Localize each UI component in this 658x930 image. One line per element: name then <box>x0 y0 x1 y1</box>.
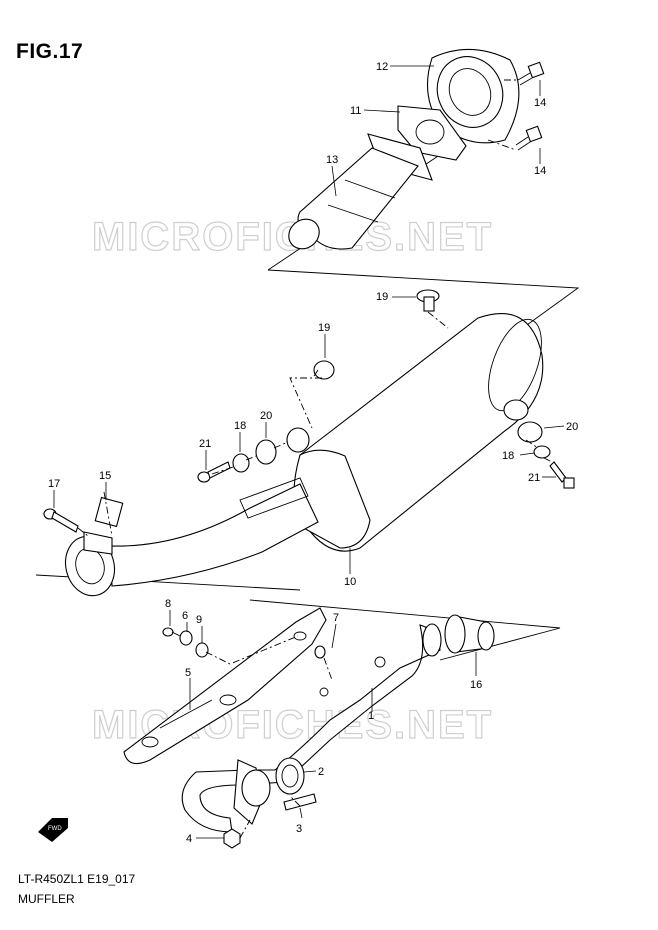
grommet-part-20-left <box>255 427 310 465</box>
bolt-part-14-lower <box>515 125 543 151</box>
sleeve-part-15 <box>94 496 124 528</box>
callout-6: 6 <box>182 610 188 622</box>
callout-19-upper: 19 <box>376 291 388 303</box>
bolt-part-21-left <box>197 461 231 483</box>
muffler-body-part-10 <box>293 313 544 552</box>
callout-19-lower: 19 <box>318 322 330 334</box>
washer-part-18-left <box>232 453 250 473</box>
leader-lines <box>53 65 565 839</box>
washer-part-7 <box>314 645 326 659</box>
callout-15: 15 <box>99 470 111 482</box>
callout-9: 9 <box>196 614 202 626</box>
grommet-part-20-right <box>503 399 543 443</box>
callout-2: 2 <box>318 766 324 778</box>
callout-5: 5 <box>185 667 191 679</box>
nut-part-9 <box>195 642 209 658</box>
bolt-part-21-right <box>549 461 575 489</box>
callout-18-right: 18 <box>502 450 514 462</box>
diagram-code: LT-R450ZL1 E19_017 <box>18 872 136 886</box>
callout-7: 7 <box>333 612 339 624</box>
callout-13: 13 <box>326 154 338 166</box>
callout-14-lower: 14 <box>534 165 546 177</box>
bolt-part-8 <box>162 627 181 637</box>
muffler-front-pipe <box>109 477 319 587</box>
callout-11: 11 <box>350 105 361 117</box>
callout-8: 8 <box>165 598 171 610</box>
callout-4: 4 <box>186 833 192 845</box>
callout-20-right: 20 <box>566 421 578 433</box>
spark-arrester-part-13 <box>288 133 433 250</box>
callout-18-left: 18 <box>234 420 246 432</box>
forward-arrow-icon: FWD <box>38 818 68 842</box>
diagram-caption: MUFFLER <box>18 892 75 906</box>
callout-3: 3 <box>296 823 302 835</box>
outlet-ring-part-16 <box>444 614 495 654</box>
figure-title: FIG.17 <box>16 40 84 63</box>
nut-part-4 <box>223 828 241 849</box>
washer-part-6 <box>179 630 193 646</box>
heat-shield-part-5 <box>123 607 327 765</box>
collar-part-19-lower <box>313 360 335 380</box>
callout-20-left: 20 <box>260 410 272 422</box>
callouts: 12 11 13 14 14 19 19 20 18 21 20 18 21 1… <box>48 61 578 845</box>
callout-21-left: 21 <box>199 438 211 450</box>
alignment-dashes <box>77 79 553 839</box>
tail-cap-part-12 <box>427 48 520 144</box>
bolt-part-14-upper <box>517 61 545 86</box>
callout-10: 10 <box>344 576 356 588</box>
washer-part-18-right <box>533 445 551 459</box>
callout-16: 16 <box>470 679 482 691</box>
callout-17: 17 <box>48 478 60 490</box>
stud-part-3 <box>283 793 317 811</box>
bolt-part-17 <box>43 508 79 533</box>
collar-part-19-upper <box>416 289 440 312</box>
gasket-part-2 <box>275 757 305 795</box>
callout-12: 12 <box>376 61 388 73</box>
exhaust-clamp <box>65 531 115 597</box>
callout-14-upper: 14 <box>534 97 546 109</box>
exhaust-flange <box>233 759 271 825</box>
fwd-label: FWD <box>48 826 62 832</box>
callout-1: 1 <box>368 710 374 722</box>
callout-21-right: 21 <box>528 472 540 484</box>
